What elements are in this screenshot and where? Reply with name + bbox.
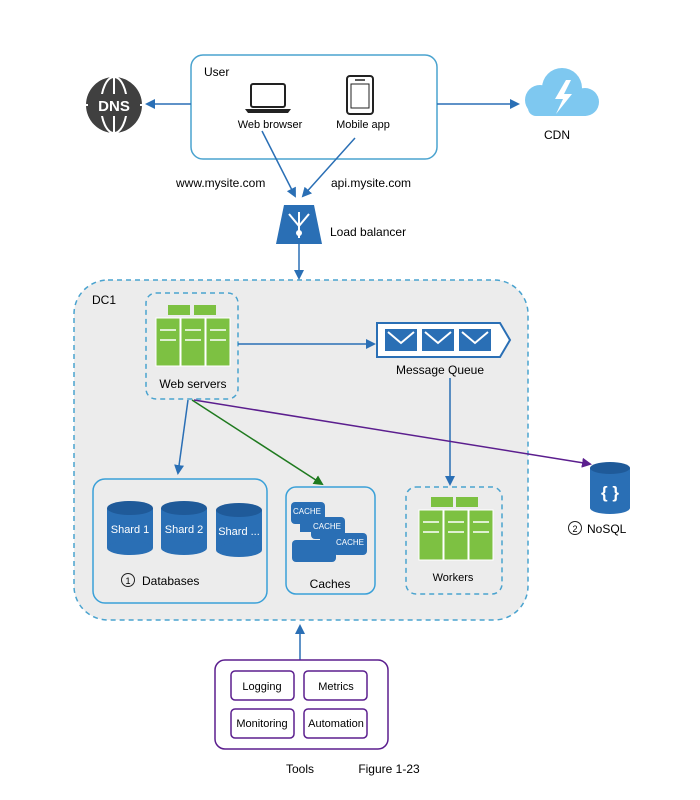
dc1-label: DC1 [92, 293, 116, 307]
databases-number-circle [121, 573, 135, 587]
nosql-number-circle [568, 521, 582, 535]
load-balancer-icon [276, 205, 322, 244]
nosql-label: NoSQL [587, 522, 627, 536]
web-to-caches-arrow [191, 399, 324, 486]
shard-2-db-icon [161, 501, 207, 555]
shard-2-label: Shard 2 [165, 524, 204, 536]
mobile-app-label: Mobile app [336, 119, 390, 131]
cache-item-2: CACHE [313, 522, 341, 531]
tool-automation-box [303, 708, 368, 739]
mobile-app-to-lb-arrow [301, 137, 356, 198]
shard-1-label: Shard 1 [111, 524, 150, 536]
mobile-phone-icon [346, 75, 374, 115]
databases-label: Databases [142, 574, 199, 588]
user-box [190, 54, 438, 160]
tool-metrics-box [303, 670, 368, 701]
user-title: User [204, 65, 229, 79]
dns-globe-icon: DNS [86, 76, 142, 134]
cache-item-1: CACHE [293, 507, 321, 516]
message-queue-icon [376, 322, 512, 358]
web-servers-group [145, 292, 239, 400]
cache-item-3: CACHE [336, 538, 364, 547]
laptop-icon [245, 83, 291, 113]
web-to-nosql-arrow [193, 399, 592, 468]
databases-number: 1 [125, 576, 130, 586]
cache-icon [291, 502, 367, 562]
tool-monitoring-label: Monitoring [236, 718, 287, 730]
workers-group [405, 486, 503, 595]
shard-more-db-icon [216, 503, 262, 557]
dns-label: DNS [98, 98, 130, 115]
figure-caption: Figure 1-23 [358, 762, 420, 776]
cdn-label: CDN [544, 128, 570, 142]
databases-group [92, 478, 268, 604]
nosql-db-icon [590, 462, 630, 514]
shard-more-label: Shard ... [218, 526, 260, 538]
tool-metrics-label: Metrics [318, 681, 354, 693]
tool-automation-label: Automation [308, 718, 364, 730]
web-servers-label: Web servers [159, 377, 226, 391]
web-url-label: www.mysite.com [175, 176, 265, 190]
web-browser-label: Web browser [238, 119, 303, 131]
load-balancer-label: Load balancer [330, 225, 406, 239]
nosql-icon-braces: { } [601, 483, 619, 502]
message-queue-label: Message Queue [396, 363, 484, 377]
caches-label: Caches [310, 577, 351, 591]
tool-logging-box [230, 670, 295, 701]
tool-monitoring-box [230, 708, 295, 739]
worker-server-icon [418, 497, 494, 561]
web-server-icon [155, 305, 231, 367]
web-to-databases-arrow [174, 399, 189, 475]
shard-1-db-icon [107, 501, 153, 555]
web-browser-to-lb-arrow [261, 130, 296, 198]
tools-label: Tools [286, 762, 314, 776]
api-url-label: api.mysite.com [331, 176, 411, 190]
nosql-number: 2 [572, 524, 577, 534]
workers-label: Workers [433, 572, 474, 584]
tool-logging-label: Logging [242, 681, 281, 693]
caches-group [285, 486, 376, 595]
cdn-cloud-icon [525, 68, 599, 116]
